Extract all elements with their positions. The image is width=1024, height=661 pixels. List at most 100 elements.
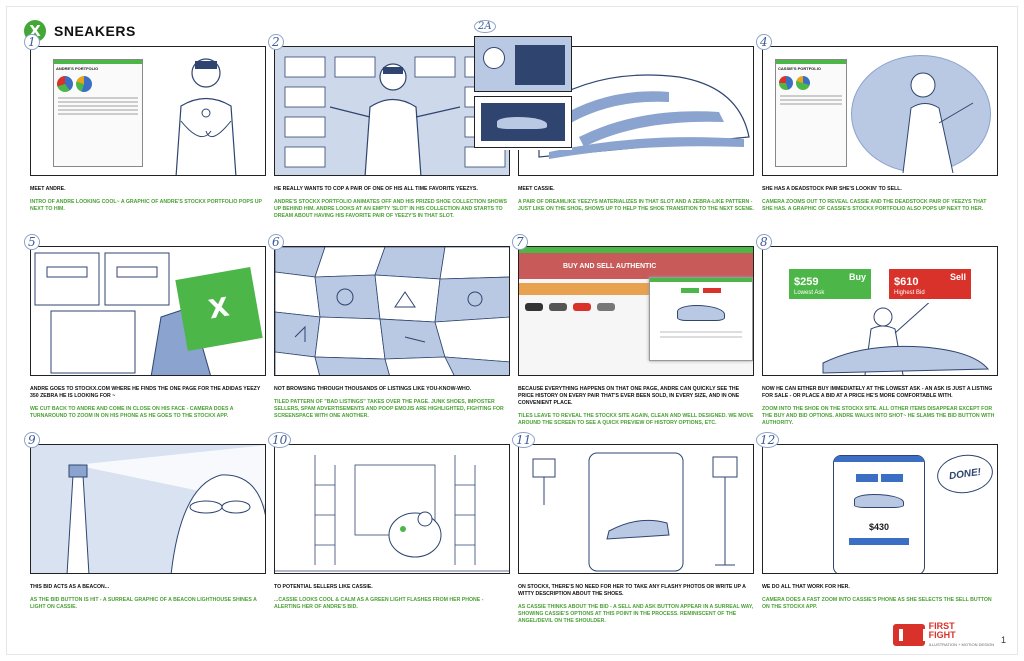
panel-9-note: AS THE BID BUTTON IS HIT - A SURREAL GRA… bbox=[30, 597, 257, 610]
yeezy-shoe-image bbox=[677, 305, 725, 321]
panel-1-number: 1 bbox=[24, 34, 40, 50]
storyboard-panel-1: ANDRE'S PORTFOLIO 1 MEET ANDRE. INTRO OF… bbox=[24, 34, 266, 213]
panel-5-description: ANDRE GOES TO STOCKX.COM WHERE HE FINDS … bbox=[30, 386, 261, 399]
phone-place-button bbox=[849, 538, 909, 545]
shoe-thumbnail bbox=[525, 303, 543, 311]
first-fight-logo: FIRST FIGHT ILLUSTRATION + MOTION DESIGN bbox=[892, 621, 994, 647]
panel-10-description: TO POTENTIAL SELLERS LIKE CASSIE. bbox=[274, 584, 373, 590]
stockx-x-logo: X bbox=[206, 292, 232, 326]
storyboard-panel-4: CASSIE'S PORTFOLIO 4 SHE HAS A DEADSTOCK… bbox=[756, 34, 998, 213]
storyboard-panel-5: X 5 ANDRE GOES TO STOCKX.COM WHERE HE FI… bbox=[24, 234, 266, 420]
panel-4-number: 4 bbox=[756, 34, 772, 50]
panel-12-number: 12 bbox=[756, 432, 780, 448]
site-nav-bar bbox=[519, 247, 753, 253]
page-border bbox=[6, 6, 1018, 655]
panel-10-note: ...CASSIE LOOKS COOL & CALM AS A GREEN L… bbox=[274, 597, 484, 610]
brand-subtitle: ILLUSTRATION + MOTION DESIGN bbox=[928, 642, 994, 647]
zebra-shoe-sketch bbox=[538, 74, 750, 159]
panel-9-number: 9 bbox=[24, 432, 40, 448]
panel-12-frame: $430 DONE! bbox=[762, 444, 998, 574]
empty-slot bbox=[515, 45, 565, 85]
panel-3-note: A PAIR OF DREAMLIKE YEEZYS MATERIALIZES … bbox=[518, 199, 754, 212]
panel-1-description: MEET ANDRE. bbox=[30, 186, 66, 192]
bad-listings-tile-pattern bbox=[275, 247, 509, 375]
first-fight-mark-icon bbox=[892, 623, 927, 646]
panel-7-frame: BUY AND SELL AUTHENTIC bbox=[518, 246, 754, 376]
sell-sub-label: Highest Bid bbox=[894, 290, 925, 296]
product-page-preview bbox=[649, 277, 753, 361]
panel-5-frame: X bbox=[30, 246, 266, 376]
lighthouse-and-cassie-sketch bbox=[66, 445, 265, 573]
shoe-thumbnail bbox=[573, 303, 591, 311]
buy-price: $259 bbox=[794, 276, 819, 288]
panel-8-note: ZOOM INTO THE SHOE ON THE STOCKX SITE. A… bbox=[762, 406, 995, 426]
panel-7-number: 7 bbox=[512, 234, 528, 250]
page-number: 1 bbox=[1000, 635, 1006, 645]
sell-highest-bid-button: $610 Sell Highest Bid bbox=[889, 269, 971, 299]
storyboard-panel-6: 6 NOT BROWSING THROUGH THOUSANDS OF LIST… bbox=[268, 234, 510, 420]
buy-lowest-ask-button: $259 Buy Lowest Ask bbox=[789, 269, 871, 299]
shoe-thumbnail bbox=[597, 303, 615, 311]
panel-5-note: WE CUT BACK TO ANDRE AND COME IN CLOSE O… bbox=[30, 406, 234, 419]
panel-4-note: CAMERA ZOOMS OUT TO REVEAL CASSIE AND TH… bbox=[762, 199, 987, 212]
portfolio-title: CASSIE'S PORTFOLIO bbox=[778, 66, 821, 71]
pie-chart-icon bbox=[76, 76, 92, 92]
yeezy-shoe-sketch bbox=[497, 117, 547, 129]
phone-price: $430 bbox=[868, 522, 890, 532]
panel-12-note: CAMERA DOES A FAST ZOOM INTO CASSIE'S PH… bbox=[762, 597, 992, 610]
panel-5-number: 5 bbox=[24, 234, 40, 250]
panel-10-number: 10 bbox=[268, 432, 292, 448]
pie-chart-icon bbox=[779, 76, 793, 90]
brand-line-1: FIRST bbox=[928, 621, 955, 631]
pie-chart-icon bbox=[57, 76, 73, 92]
storyboard-panel-7: BUY AND SELL AUTHENTIC 7 BECAUSE EVERYTH… bbox=[512, 234, 754, 427]
shoe-thumbnail bbox=[549, 303, 567, 311]
panel-6-description: NOT BROWSING THROUGH THOUSANDS OF LISTIN… bbox=[274, 386, 472, 392]
buy-sub-label: Lowest Ask bbox=[794, 290, 825, 296]
panel-6-number: 6 bbox=[268, 234, 284, 250]
panel-2a-top-frame bbox=[474, 36, 572, 92]
phone-buy-button bbox=[855, 474, 878, 482]
panel-1-note: INTRO OF ANDRE LOOKING COOL~ A GRAPHIC O… bbox=[30, 199, 262, 212]
buy-button-mini bbox=[681, 288, 699, 293]
portfolio-green-bar bbox=[54, 60, 142, 64]
phone-and-lights-sketch bbox=[532, 452, 738, 572]
cassie-portfolio-screen: CASSIE'S PORTFOLIO bbox=[775, 59, 847, 167]
panel-6-frame bbox=[274, 246, 510, 376]
panel-2-note: ANDRE'S STOCKX PORTFOLIO ANIMATES OFF AN… bbox=[274, 199, 507, 219]
storyboard-panel-2a: 2A bbox=[474, 20, 572, 150]
page-title: SNEAKERS bbox=[54, 23, 136, 39]
storyboard-panel-9: 9 THIS BID ACTS AS A BEACON... AS THE BI… bbox=[24, 432, 266, 611]
panel-10-frame bbox=[274, 444, 510, 574]
panel-11-frame bbox=[518, 444, 754, 574]
cassie-room-sketch bbox=[275, 455, 509, 572]
preview-nav-bar bbox=[650, 278, 752, 282]
panel-4-description: SHE HAS A DEADSTOCK PAIR SHE'S LOOKIN' T… bbox=[762, 186, 902, 192]
panel-6-note: TILED PATTERN OF "BAD LISTINGS" TAKES OV… bbox=[274, 399, 504, 419]
phone-sell-button bbox=[880, 474, 903, 482]
sell-button-mini bbox=[703, 288, 721, 293]
panel-7-note: TILES LEAVE TO REVEAL THE STOCKX SITE AG… bbox=[518, 413, 754, 426]
andre-sketch bbox=[175, 58, 237, 175]
portfolio-screen: ANDRE'S PORTFOLIO bbox=[53, 59, 143, 167]
pie-chart-icon bbox=[796, 76, 810, 90]
header: X SNEAKERS bbox=[24, 20, 136, 42]
panel-8-frame: $259 Buy Lowest Ask $610 Sell Highest Bi… bbox=[762, 246, 998, 376]
andre-and-shoe-sketch bbox=[822, 303, 990, 375]
panel-3-description: MEET CASSIE. bbox=[518, 186, 555, 192]
andre-closeup-sketch bbox=[34, 252, 211, 375]
site-banner: BUY AND SELL AUTHENTIC bbox=[519, 253, 753, 279]
storyboard-panel-8: $259 Buy Lowest Ask $610 Sell Highest Bi… bbox=[756, 234, 998, 427]
storyboard-panel-10: 10 TO POTENTIAL SELLERS LIKE CASSIE. ...… bbox=[268, 432, 510, 611]
phone-shoe-image bbox=[854, 494, 904, 508]
panel-1-frame: ANDRE'S PORTFOLIO bbox=[30, 46, 266, 176]
panel-2a-number: 2A bbox=[474, 20, 496, 33]
panel-2-number: 2 bbox=[268, 34, 284, 50]
storyboard-panel-12: $430 DONE! 12 WE DO ALL THAT WORK FOR HE… bbox=[756, 432, 998, 611]
sell-label: Sell bbox=[949, 272, 966, 282]
andre-head-sketch bbox=[483, 47, 505, 69]
brand-line-2: FIGHT bbox=[928, 630, 956, 640]
portfolio-title: ANDRE'S PORTFOLIO bbox=[56, 66, 99, 71]
panel-8-description: NOW HE CAN EITHER BUY IMMEDIATELY AT THE… bbox=[762, 386, 993, 399]
storyboard-panel-11: 11 ON STOCKX, THERE'S NO NEED FOR HER TO… bbox=[512, 432, 754, 625]
